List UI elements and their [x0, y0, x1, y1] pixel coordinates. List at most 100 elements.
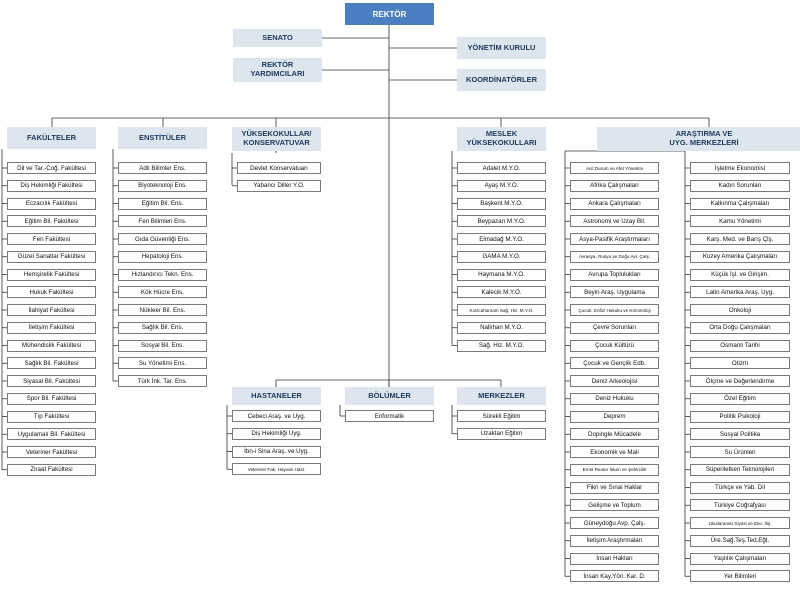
- unit-item: Spor Bil. Fakültesi: [7, 392, 96, 405]
- unit-item: Sağlık Bil. Fakültesi: [7, 357, 96, 370]
- unit-item: Beyin Araş. Uygulama: [570, 286, 659, 299]
- unit-item: Üre.Sağ.Teş.Ted.Eğt.: [690, 534, 790, 547]
- yonetim-kurulu-box: YÖNETİM KURULU: [457, 37, 546, 59]
- unit-item: Ölçme ve Değerlendirme: [690, 375, 790, 387]
- unit-item: Süperiletken Teknolojileri: [690, 463, 790, 476]
- unit-item: Avrasya, Rusya ve Doğu Avr. Çalş.: [570, 250, 659, 263]
- unit-item: Deniz Hukuku: [570, 392, 659, 405]
- unit-item: Türkçe ve Yab. Dil: [690, 481, 790, 494]
- unit-item: Haymana M.Y.O.: [457, 268, 546, 281]
- unit-item: Dopingle Mücadele: [570, 428, 659, 441]
- unit-item: Tıp Fakültesi: [7, 410, 96, 423]
- unit-item: Uzaktan Eğitim: [457, 427, 546, 440]
- unit-item: Kuzey Amerika Çalışmaları: [690, 250, 790, 263]
- unit-item: Çocuk, Enfizi Hukuku ve Kriminoloji: [570, 304, 659, 316]
- unit-item: Ankara Çalışmaları: [570, 197, 659, 210]
- unit-item: Deniz Arkeolojisi: [570, 375, 659, 387]
- unit-item: Diş Hekimliği Uyg.: [232, 427, 321, 440]
- unit-item: Gelişme ve Toplum: [570, 499, 659, 512]
- yuksekokullar-header: YÜKSEKOKULLAR/ KONSERVATUVAR: [232, 127, 321, 151]
- unit-item: Uluslararası Siyasi ve Eko. İliş.: [690, 517, 790, 529]
- rektor-yardimcilari-box: REKTÖR YARDIMCILARI: [233, 58, 322, 82]
- unit-item: Fen Bilimleri Ens.: [118, 215, 207, 228]
- unit-item: Hızlandırıcı Tekn. Ens.: [118, 268, 207, 281]
- unit-item: Eğitim Bil. Fakültesi: [7, 215, 96, 228]
- unit-item: İşletme Ekonomisi: [690, 162, 790, 174]
- arastirma-header: ARAŞTIRMA VE UYG. MERKEZLERİ: [597, 127, 800, 151]
- unit-item: Deprem: [570, 410, 659, 423]
- unit-item: İletişim Araştırmaları: [570, 534, 659, 547]
- unit-item: Sosyal Politika: [690, 428, 790, 441]
- unit-item: Kalkınma Çalışmaları: [690, 197, 790, 210]
- unit-item: Otizm: [690, 357, 790, 370]
- unit-item: Kızılcahamam Sağ. Hiz. M.Y.O.: [457, 304, 546, 316]
- unit-item: Hukuk Fakültesi: [7, 286, 96, 299]
- unit-item: Yer Bilimleri: [690, 570, 790, 583]
- unit-item: Adli Bilimler Ens.: [118, 162, 207, 174]
- unit-item: Sosyal Bil. Ens.: [118, 339, 207, 352]
- unit-item: Enformatik: [345, 410, 434, 422]
- unit-item: Gıda Güvenliği Ens.: [118, 233, 207, 245]
- rektor-box: REKTÖR: [345, 3, 434, 25]
- meslek-header: MESLEK YÜKSEKOKULLARI: [457, 127, 546, 151]
- unit-item: Sağlık Bil. Ens.: [118, 321, 207, 334]
- unit-item: Acil Durum ve Afet Yönetimi: [570, 162, 659, 174]
- unit-item: Sürekli Eğitim: [457, 410, 546, 422]
- unit-item: Osmanlı Tarihi: [690, 339, 790, 352]
- unit-item: Veteriner Fak. Hayvan Hast.: [232, 463, 321, 476]
- unit-item: Siyasal Bil. Fakültesi: [7, 375, 96, 387]
- merkezler-header: MERKEZLER: [457, 387, 546, 405]
- unit-item: Ziraat Fakültesi: [7, 463, 96, 476]
- unit-item: Kamu Yönetimi: [690, 215, 790, 228]
- unit-item: Özel Eğitim: [690, 392, 790, 405]
- unit-item: Fikri ve Sınai Haklar: [570, 481, 659, 494]
- unit-item: Çocuk Kültürü: [570, 339, 659, 352]
- unit-item: Güneydoğu Avp. Çalş.: [570, 517, 659, 529]
- unit-item: Türk İnk. Tar. Ens.: [118, 375, 207, 387]
- unit-item: Devlet Konservatuarı: [237, 162, 321, 174]
- unit-item: Politik Psikoloji: [690, 410, 790, 423]
- unit-item: Elmadağ M.Y.O.: [457, 233, 546, 245]
- unit-item: Eczacılık Fakültesi: [7, 197, 96, 210]
- unit-item: Türkiye Coğrafyası: [690, 499, 790, 512]
- fakulteler-header: FAKÜLTELER: [7, 127, 96, 149]
- unit-item: Beypazarı M.Y.O.: [457, 215, 546, 228]
- unit-item: Çevre Sorunları: [570, 321, 659, 334]
- unit-item: Su Yönetimi Ens.: [118, 357, 207, 370]
- senato-box: SENATO: [233, 29, 322, 47]
- unit-item: Küçük İşl. ve Girişim.: [690, 268, 790, 281]
- unit-item: Çocuk ve Gençlik Edb.: [570, 357, 659, 370]
- unit-item: Güzel Sanatlar Fakültesi: [7, 250, 96, 263]
- unit-item: Kalecik M.Y.O.: [457, 286, 546, 299]
- unit-item: Mühendislik Fakültesi: [7, 339, 96, 352]
- unit-item: Hemşirelik Fakültesi: [7, 268, 96, 281]
- unit-item: Dil ve Tar.-Coğ. Fakültesi: [7, 162, 96, 174]
- unit-item: Kök Hücre Ens.: [118, 286, 207, 299]
- unit-item: Diş Hekimliği Fakültesi: [7, 179, 96, 192]
- koordinatorler-box: KOORDİNATÖRLER: [457, 69, 546, 91]
- unit-item: Ernst Reuter İskan ve Şehircilik: [570, 463, 659, 476]
- unit-item: Nükleer Bil. Ens.: [118, 304, 207, 316]
- unit-item: İnsan Kay.Yön. Kar. D.: [570, 570, 659, 583]
- unit-item: İlahiyat Fakültesi: [7, 304, 96, 316]
- unit-item: Veteriner Fakültesi: [7, 446, 96, 458]
- unit-item: Latin Amerika Araş. Uyg.: [690, 286, 790, 299]
- unit-item: Başkent M.Y.O.: [457, 197, 546, 210]
- bolumler-header: BÖLÜMLER: [345, 387, 434, 405]
- unit-item: Biyoteknoloji Ens.: [118, 179, 207, 192]
- unit-item: Eğitim Bil. Ens.: [118, 197, 207, 210]
- unit-item: Astronomi ve Uzay Bil.: [570, 215, 659, 228]
- unit-item: Kadın Sorunları: [690, 179, 790, 192]
- unit-item: Onkoloji: [690, 304, 790, 316]
- unit-item: Asya-Pasifik Araştırmaları: [570, 233, 659, 245]
- enstituler-header: ENSTİTÜLER: [118, 127, 207, 149]
- unit-item: Yabancı Diller Y.O.: [237, 179, 321, 192]
- unit-item: Adalet M.Y.O.: [457, 162, 546, 174]
- hastaneler-header: HASTANELER: [232, 387, 321, 405]
- unit-item: Hepatoloji Ens.: [118, 250, 207, 263]
- unit-item: Sağ. Hiz. M.Y.O.: [457, 339, 546, 352]
- unit-item: Fen Fakültesi: [7, 233, 96, 245]
- unit-item: Cebeci Araş. ve Uyg.: [232, 410, 321, 422]
- unit-item: Ekonomik ve Mali: [570, 446, 659, 458]
